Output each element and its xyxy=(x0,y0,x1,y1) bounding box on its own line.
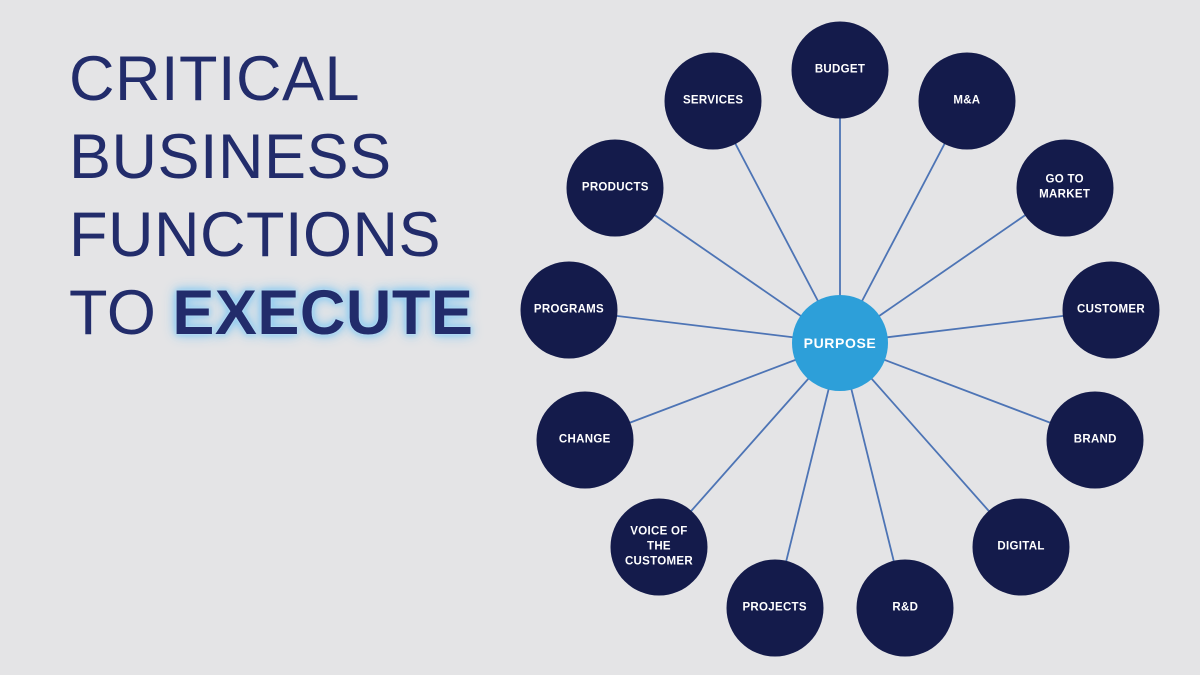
title-highlight-execute: EXECUTE xyxy=(172,278,474,348)
function-node-voice-of-the-customer: VOICE OF THE CUSTOMER xyxy=(610,498,708,596)
function-node-m-a: M&A xyxy=(918,52,1016,150)
title-line-3: FUNCTIONS xyxy=(69,200,441,270)
function-node-digital: DIGITAL xyxy=(972,498,1070,596)
function-node-brand: BRAND xyxy=(1046,391,1144,489)
function-node-go-to-market: GO TO MARKET xyxy=(1016,139,1114,237)
title-line-2: BUSINESS xyxy=(69,122,392,192)
function-node-customer: CUSTOMER xyxy=(1062,261,1160,359)
function-node-products: PRODUCTS xyxy=(566,139,664,237)
title-line-4-prefix: TO xyxy=(69,278,157,348)
function-node-programs: PROGRAMS xyxy=(520,261,618,359)
function-node-change: CHANGE xyxy=(536,391,634,489)
center-node-purpose: PURPOSE xyxy=(792,295,888,391)
function-node-projects: PROJECTS xyxy=(726,559,824,657)
title-line-1: CRITICAL xyxy=(69,44,361,114)
function-node-r-d: R&D xyxy=(856,559,954,657)
function-node-budget: BUDGET xyxy=(791,21,889,119)
function-node-services: SERVICES xyxy=(664,52,762,150)
